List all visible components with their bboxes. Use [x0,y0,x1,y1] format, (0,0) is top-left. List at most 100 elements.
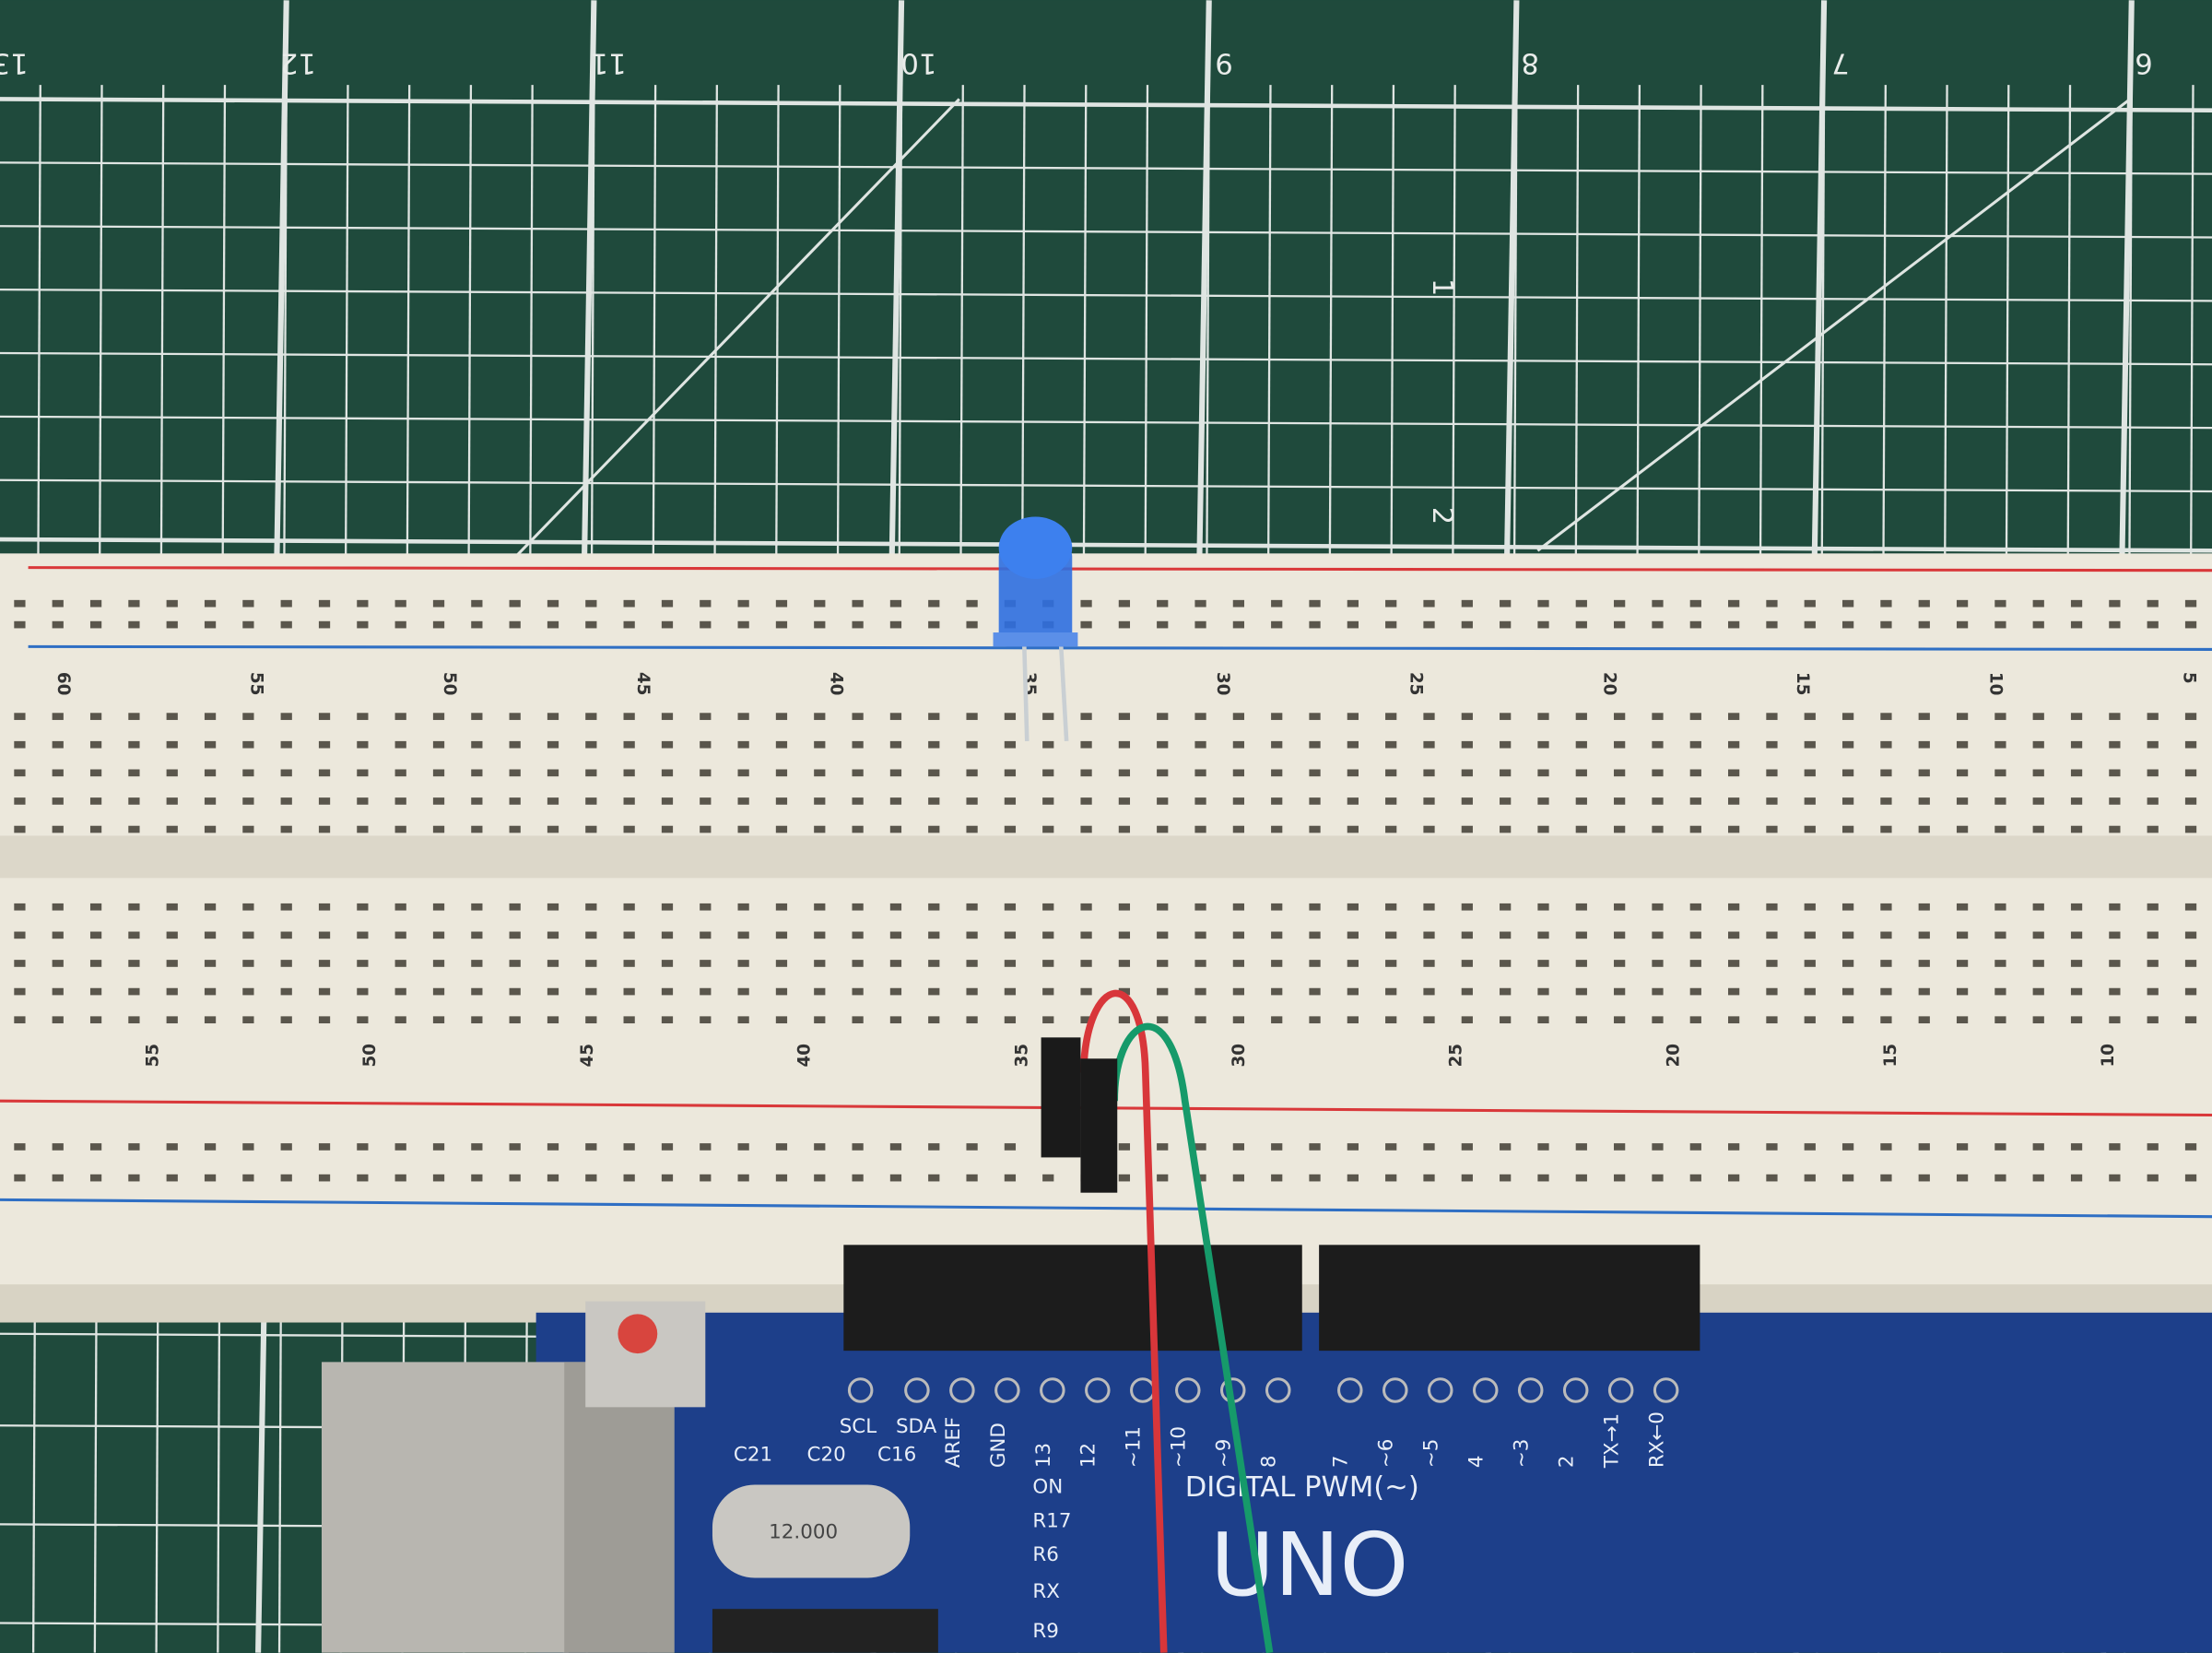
hole[interactable] [1194,987,1206,996]
hole[interactable] [1880,825,1892,833]
hole[interactable] [1271,769,1283,777]
hole[interactable] [1766,903,1778,911]
hole[interactable] [814,931,826,939]
hole[interactable] [1956,1174,1969,1182]
hole[interactable] [1157,599,1169,608]
hole[interactable] [242,1143,254,1151]
hole[interactable] [1652,960,1664,967]
hole[interactable] [280,903,292,911]
hole[interactable] [1728,769,1740,777]
hole[interactable] [1841,620,1854,629]
hole[interactable] [623,797,635,805]
hole[interactable] [1918,1143,1930,1151]
hole[interactable] [1042,713,1054,720]
hole[interactable] [1118,797,1131,805]
hole[interactable] [1614,769,1626,777]
hole[interactable] [166,1016,178,1024]
hole[interactable] [1994,1143,2006,1151]
hole[interactable] [1575,713,1587,720]
hole[interactable] [242,960,254,967]
hole[interactable] [1841,713,1854,720]
hole[interactable] [700,987,712,996]
hole[interactable] [318,825,331,833]
hole[interactable] [357,599,369,608]
hole[interactable] [1689,740,1701,749]
hole[interactable] [1652,599,1664,608]
hole[interactable] [280,960,292,967]
hole[interactable] [661,769,674,777]
hole[interactable] [394,825,406,833]
hole[interactable] [775,620,788,629]
hole[interactable] [1689,797,1701,805]
hole[interactable] [1157,740,1169,749]
hole[interactable] [509,797,521,805]
hole[interactable] [1423,960,1435,967]
hole[interactable] [509,1174,521,1182]
hole[interactable] [966,713,978,720]
hole[interactable] [204,620,217,629]
hole[interactable] [2032,1143,2044,1151]
hole[interactable] [852,1143,864,1151]
hole[interactable] [1080,620,1092,629]
hole[interactable] [1880,1016,1892,1024]
hole[interactable] [775,1143,788,1151]
hole[interactable] [1804,713,1816,720]
hole[interactable] [14,960,26,967]
hole[interactable] [2184,620,2197,629]
hole[interactable] [1118,1016,1131,1024]
hole[interactable] [585,903,597,911]
hole[interactable] [1385,903,1397,911]
hole[interactable] [1652,740,1664,749]
hole[interactable] [1918,1016,1930,1024]
hole[interactable] [966,987,978,996]
hole[interactable] [1309,987,1321,996]
hole[interactable] [623,987,635,996]
hole[interactable] [280,1174,292,1182]
hole[interactable] [1880,740,1892,749]
hole[interactable] [1575,987,1587,996]
hole[interactable] [1994,599,2006,608]
hole[interactable] [1537,960,1549,967]
hole[interactable] [1347,713,1359,720]
hole[interactable] [204,1174,217,1182]
hole[interactable] [889,1143,902,1151]
hole[interactable] [52,825,64,833]
hole[interactable] [1080,1016,1092,1024]
hole[interactable] [585,825,597,833]
hole[interactable] [661,713,674,720]
hole[interactable] [1385,825,1397,833]
hole[interactable] [394,931,406,939]
hole[interactable] [1309,960,1321,967]
hole[interactable] [1537,769,1549,777]
hole[interactable] [623,599,635,608]
hole[interactable] [852,903,864,911]
hole[interactable] [1004,931,1017,939]
hole[interactable] [1385,1174,1397,1182]
hole[interactable] [1385,740,1397,749]
hole[interactable] [775,797,788,805]
hole[interactable] [2070,1174,2083,1182]
hole[interactable] [585,1143,597,1151]
hole[interactable] [1766,987,1778,996]
hole[interactable] [737,797,749,805]
hole[interactable] [357,825,369,833]
hole[interactable] [1804,797,1816,805]
hole[interactable] [357,1016,369,1024]
hole[interactable] [357,740,369,749]
hole[interactable] [585,713,597,720]
hole[interactable] [1956,931,1969,939]
hole[interactable] [1385,960,1397,967]
hole[interactable] [128,931,140,939]
hole[interactable] [242,599,254,608]
hole[interactable] [1575,825,1587,833]
hole[interactable] [1956,713,1969,720]
hole[interactable] [52,620,64,629]
hole[interactable] [1537,987,1549,996]
hole[interactable] [775,931,788,939]
hole[interactable] [1918,903,1930,911]
hole[interactable] [889,903,902,911]
hole[interactable] [1652,987,1664,996]
hole[interactable] [1841,960,1854,967]
hole[interactable] [1157,960,1169,967]
hole[interactable] [1728,960,1740,967]
